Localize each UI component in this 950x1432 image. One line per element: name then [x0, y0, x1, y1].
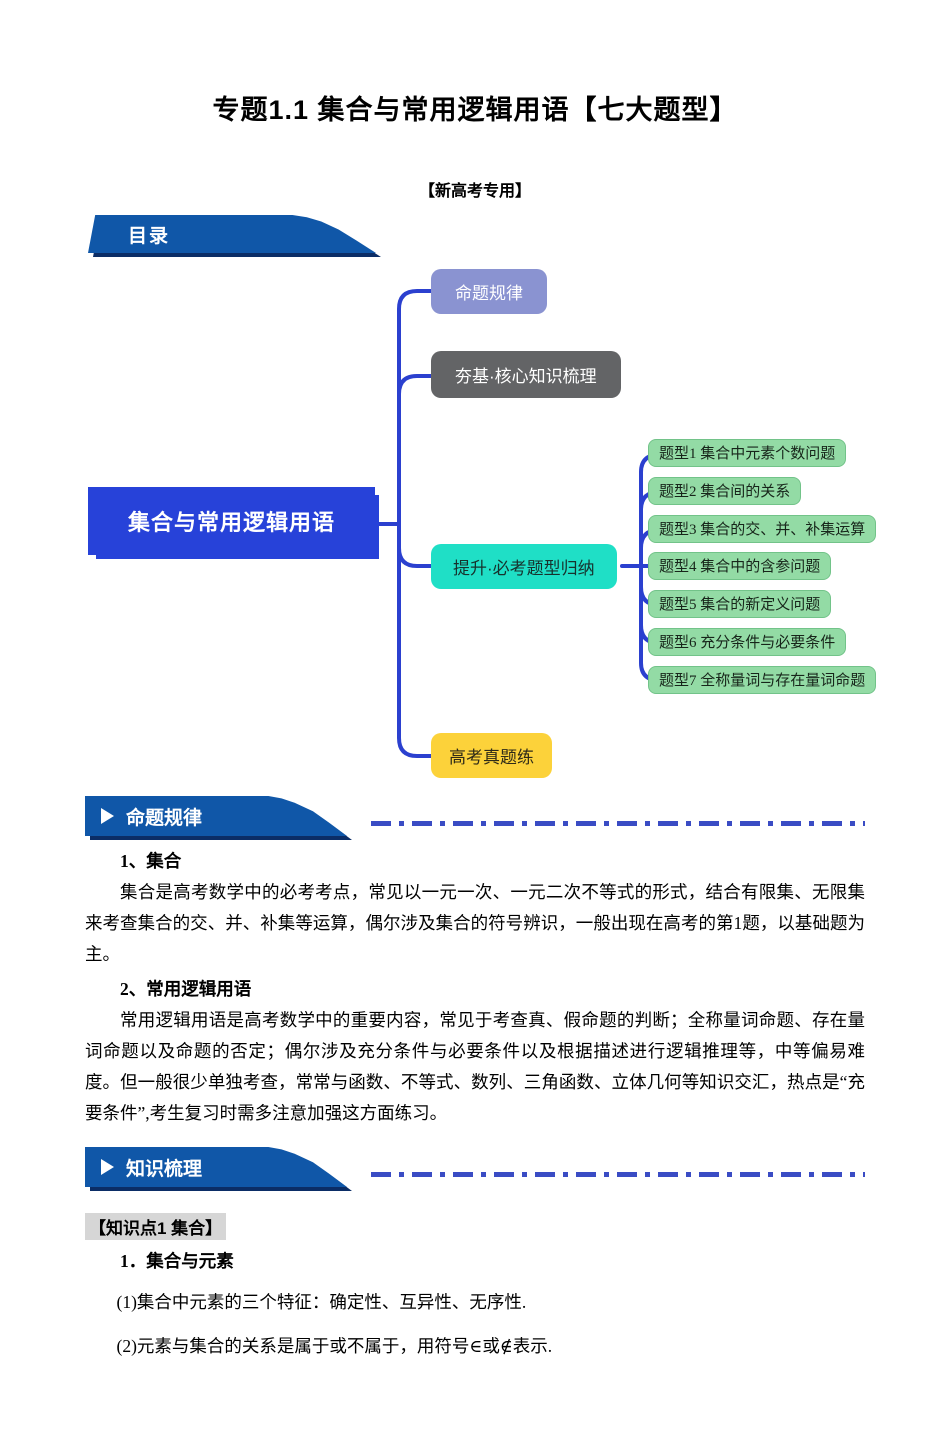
mindmap-topic-7: 题型7 全称量词与存在量词命题	[648, 666, 877, 694]
play-arrow-icon	[101, 1159, 114, 1175]
page-subtitle: 【新高考专用】	[418, 183, 531, 200]
mindmap-node-types: 提升·必考题型归纳	[431, 544, 617, 589]
rules-banner: 命题规律	[85, 796, 352, 840]
page-title: 专题1.1 集合与常用逻辑用语【七大题型】	[212, 95, 738, 125]
mindmap-node-exam: 高考真题练	[431, 733, 552, 778]
rules-heading-2: 2、常用逻辑用语	[120, 979, 252, 999]
knowledge-line-1: (1)集合中元素的三个特征：确定性、互异性、无序性.	[116, 1292, 527, 1312]
toc-banner: 目录	[88, 215, 381, 257]
mindmap-root-label: 集合与常用逻辑用语	[88, 487, 375, 555]
mindmap-root-node: 集合与常用逻辑用语	[88, 487, 379, 559]
dash-dot-divider	[371, 1172, 865, 1177]
section-rules-header: 命题规律	[85, 796, 865, 840]
rules-banner-label: 命题规律	[126, 807, 203, 829]
rules-paragraph-2: 常用逻辑用语是高考数学中的重要内容，常见于考查真、假命题的判断；全称量词命题、存…	[85, 1010, 865, 1123]
rules-banner-face: 命题规律	[85, 796, 347, 836]
knowledge-point-tag-row: 【知识点1 集合】	[85, 1213, 865, 1240]
mindmap-topic-2: 题型2 集合间的关系	[648, 477, 802, 505]
toc-banner-label: 目录	[128, 225, 171, 247]
play-arrow-icon	[101, 808, 114, 824]
toc-mindmap: 集合与常用逻辑用语 命题规律 夯基·核心知识梳理 提升·必考题型归纳 高考真题练…	[0, 261, 950, 796]
toc-banner-face: 目录	[88, 215, 376, 253]
knowledge-line-2: (2)元素与集合的关系是属于或不属于，用符号∈或∉表示.	[116, 1336, 553, 1356]
document-page: { "page": { "title": "专题1.1 集合与常用逻辑用语【七大…	[0, 88, 950, 1432]
mindmap-topic-6: 题型6 充分条件与必要条件	[648, 628, 847, 656]
mindmap-topic-3: 题型3 集合的交、并、补集运算	[648, 515, 877, 543]
section-knowledge-header: 知识梳理	[85, 1147, 865, 1191]
mindmap-topic-1: 题型1 集合中元素个数问题	[648, 439, 847, 467]
knowledge-banner-label: 知识梳理	[126, 1158, 203, 1180]
mindmap-topic-4: 题型4 集合中的含参问题	[648, 552, 832, 580]
rules-heading-1: 1、集合	[120, 851, 182, 871]
knowledge-point-tag: 【知识点1 集合】	[85, 1213, 227, 1240]
mindmap-node-propositions: 命题规律	[431, 269, 547, 314]
knowledge-sub-heading: 1．集合与元素	[120, 1251, 234, 1271]
mindmap-node-foundation: 夯基·核心知识梳理	[431, 351, 621, 398]
knowledge-banner-face: 知识梳理	[85, 1147, 347, 1187]
rules-paragraph-1: 集合是高考数学中的必考考点，常见以一元一次、一元二次不等式的形式，结合有限集、无…	[85, 882, 865, 964]
dash-dot-divider	[371, 821, 865, 826]
knowledge-banner: 知识梳理	[85, 1147, 352, 1191]
mindmap-topic-5: 题型5 集合的新定义问题	[648, 590, 832, 618]
rules-body: 1、集合 集合是高考数学中的必考考点，常见以一元一次、一元二次不等式的形式，结合…	[85, 846, 865, 1129]
